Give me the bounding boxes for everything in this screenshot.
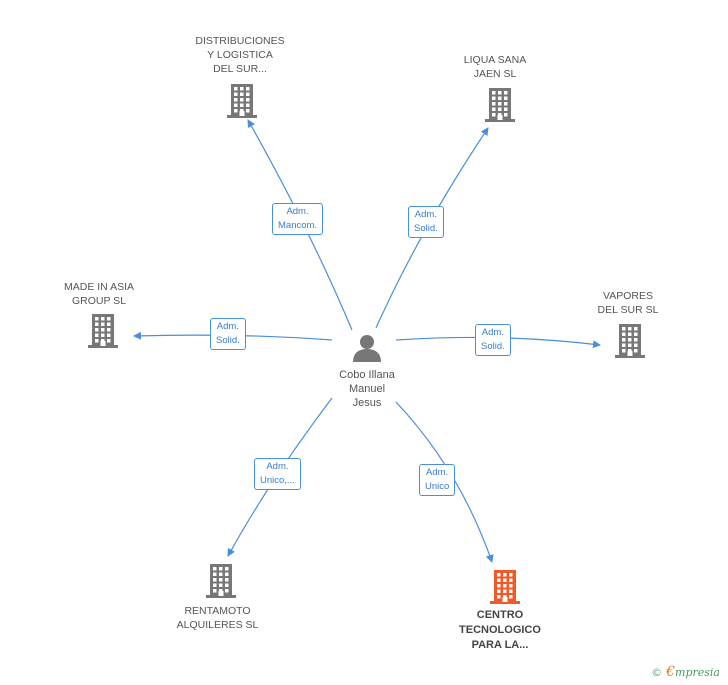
brand-footer: ©€mpresia (651, 664, 720, 680)
person-icon (353, 335, 381, 362)
relation-label-centro[interactable]: Adm. Unico (419, 464, 456, 496)
company-label-distribuciones[interactable]: DISTRIBUCIONES Y LOGISTICA DEL SUR... (195, 35, 285, 75)
relation-label-rentamoto[interactable]: Adm. Unico,... (254, 458, 301, 490)
company-label-vapores[interactable]: VAPORES DEL SUR SL (597, 290, 659, 316)
relation-label-vapores[interactable]: Adm. Solid. (475, 324, 511, 356)
company-label-made-in-asia[interactable]: MADE IN ASIA GROUP SL (63, 281, 135, 307)
building-icon[interactable] (484, 88, 516, 127)
building-icon[interactable] (226, 84, 258, 123)
building-icon[interactable] (614, 324, 646, 363)
brand-logo-text: mpresia (675, 666, 720, 679)
company-label-rentamoto[interactable]: RENTAMOTO ALQUILERES SL (176, 605, 259, 631)
relation-label-distribuciones[interactable]: Adm. Mancom. (272, 203, 324, 235)
copyright-symbol: © (651, 666, 663, 679)
relation-label-liqua[interactable]: Adm. Solid. (408, 206, 444, 238)
building-icon[interactable] (489, 570, 521, 609)
building-icon[interactable] (205, 564, 237, 603)
person-node[interactable] (350, 333, 384, 363)
company-label-liqua[interactable]: LIQUA SANA JAEN SL (463, 54, 527, 80)
person-name[interactable]: Cobo Illana Manuel Jesus (339, 369, 395, 409)
relation-label-made-in-asia[interactable]: Adm. Solid. (210, 318, 246, 350)
building-icon[interactable] (87, 314, 119, 353)
brand-logo-initial: € (666, 664, 676, 680)
company-label-centro[interactable]: CENTRO TECNOLOGICO PARA LA... (459, 609, 541, 651)
